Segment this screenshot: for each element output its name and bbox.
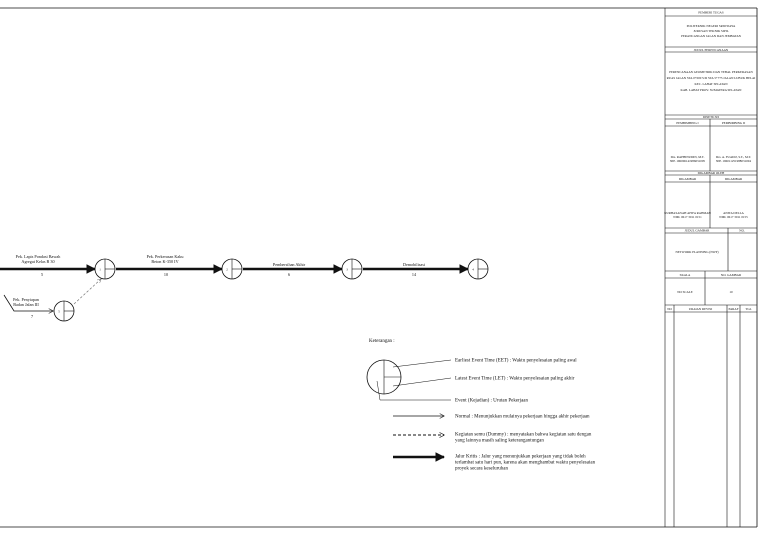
- drawn-by-header: DIGAMBAR OLEH: [698, 171, 725, 175]
- client-line-3: PERANCANGAN JALAN DAN JEMBATAN: [681, 34, 742, 38]
- event-5: 5: [53, 300, 75, 322]
- project-line-4: KAB. LAHAT PROV. SUMATERA SELATAN: [681, 88, 743, 92]
- drawing-title-header: JUDUL GAMBAR: [685, 229, 711, 233]
- legend-event-leader: [376, 380, 451, 401]
- activity-5-name-line-1: Pek. Penyiapan: [13, 297, 40, 302]
- legend-event-text: Event (Kejadian) : Urutan Pekerjaan: [455, 399, 529, 404]
- activity-3-duration: 6: [288, 272, 290, 277]
- pembimbing-2-name: Drs. A. FUADIJ, S.T., M.T.: [716, 155, 752, 160]
- drawer-1-nim: NIM. 0617 3011 0151: [673, 215, 702, 219]
- legend: Keterangan : Earliest Event Time (EET) :…: [366, 339, 596, 472]
- legend-let-leader: [392, 377, 452, 387]
- event-3-number: 3: [346, 268, 348, 272]
- pembimbing-1-name: Drs. RAPHINUDIN, M.T.: [671, 155, 705, 160]
- event-1: 1: [94, 258, 116, 280]
- sheet-number-value: 10: [729, 290, 733, 294]
- legend-critical-text-line-1: Jalur Kritis : Jalur yang menunjukkan pe…: [455, 455, 586, 460]
- activity-5-name-line-2: Badan Jalan III: [13, 302, 39, 307]
- legend-event-symbol: [366, 359, 452, 401]
- drawer-1-name: NURHASANAH AFIFA RAHMAH: [664, 211, 711, 215]
- dummy-activity-arrow: [73, 279, 101, 305]
- project-line-2: RUAS JALAN STA 0+000 S/D STA 5+775 JALAN…: [667, 76, 756, 80]
- legend-title: Keterangan :: [369, 339, 395, 344]
- project-line-1: PERENCANAAN GEOMETRIK DAN TEBAL PERKERAS…: [669, 70, 753, 74]
- activity-4-duration: 14: [412, 272, 417, 277]
- activity-3-name-line-1: Pembersihan Akhir: [273, 262, 306, 267]
- scale-value: NO SCALE: [677, 290, 693, 294]
- title-block-text: PEMBERI TUGAS POLITEKNIK NEGERI SRIWIJAY…: [664, 11, 755, 312]
- event-3: 3: [341, 258, 363, 280]
- legend-critical-text-line-2: terlambat satu hari pun, karena akan men…: [455, 461, 596, 466]
- title-block: [664, 8, 757, 527]
- event-1-number: 1: [99, 268, 101, 272]
- activity-labels: Pek. Lapis Pondasi Bawah Agregat Kelas B…: [13, 254, 426, 319]
- legend-dummy-text-line-2: yang lainnya masih saling keterangantung…: [455, 439, 544, 444]
- revision-description-header: URAIAN REVISI: [689, 307, 712, 311]
- legend-eet-leader: [392, 359, 452, 368]
- activity-2-name-line-2: Beton K-350 IV: [151, 259, 178, 264]
- normal-activity-5-arrow: [3, 294, 53, 311]
- client-header: PEMBERI TUGAS: [698, 11, 723, 15]
- event-4: 4: [467, 258, 489, 280]
- pembimbing-2-header: PEMBIMBING II: [722, 121, 745, 125]
- activity-1-name-line-1: Pek. Lapis Pondasi Bawah: [16, 254, 62, 259]
- pembimbing-1-header: PEMBIMBING I: [676, 121, 698, 125]
- number-header: NO.: [739, 229, 745, 233]
- activity-4-name-line-1: Demobilisasi: [403, 262, 426, 267]
- legend-let-text: Latest Event Time (LET) : Waktu penyeles…: [455, 377, 575, 382]
- activity-2-name-line-1: Pek. Perkerasan Kaku: [147, 254, 185, 259]
- sheet-number-header: NO. GAMBAR: [721, 273, 742, 277]
- revision-sign-header: PARAF: [729, 307, 739, 311]
- activity-1-duration: 5: [41, 272, 43, 277]
- legend-normal-text: Normal : Menunjukkan mulainya pekerjaan …: [455, 415, 590, 420]
- scale-header: SKALA: [680, 273, 691, 277]
- drawer-2-header: DIGAMBAR: [725, 177, 743, 181]
- drawer-1-header: DIGAMBAR: [679, 177, 697, 181]
- event-2: 2: [221, 258, 243, 280]
- event-5-number: 5: [58, 310, 60, 314]
- network-arrows: [0, 264, 469, 311]
- approval-header: DISETUJUI: [703, 115, 719, 119]
- revision-date-header: TGL: [745, 307, 751, 311]
- legend-dummy-text-line-1: Kegiatan semu (Dummy) : menyatakan bahwa…: [455, 433, 592, 438]
- legend-critical-text-line-3: proyek secara keseluruhan: [455, 467, 509, 472]
- pembimbing-1-nip: NIP. 196006141986031005: [670, 159, 705, 163]
- client-line-1: POLITEKNIK NEGERI SRIWIJAYA: [687, 24, 736, 28]
- project-line-3: KEC. LAHAT SELATAN: [694, 82, 728, 86]
- activity-2-duration: 10: [164, 272, 168, 277]
- event-2-number: 2: [226, 268, 228, 272]
- drawer-2-nim: NIM. 0617 3011 0155: [719, 215, 748, 219]
- activity-5-duration: 7: [31, 314, 33, 319]
- project-header: JUDUL PERENCANAAN: [694, 48, 729, 52]
- pembimbing-2-nip: NIP. 196011251988031004: [716, 159, 751, 163]
- drawing-title: NETWORK PLANNING (NWP): [675, 250, 718, 254]
- revision-no-header: NO: [667, 307, 672, 311]
- activity-1-name-line-2: Agregat Kelas B 30: [21, 259, 54, 264]
- event-4-number: 4: [472, 268, 474, 272]
- client-line-2: JURUSAN TEKNIK SIPIL: [693, 29, 728, 33]
- drawer-2-name: ANITA DELLA: [723, 211, 744, 215]
- legend-eet-text: Earliest Event Time (EET) : Waktu penyel…: [455, 359, 577, 364]
